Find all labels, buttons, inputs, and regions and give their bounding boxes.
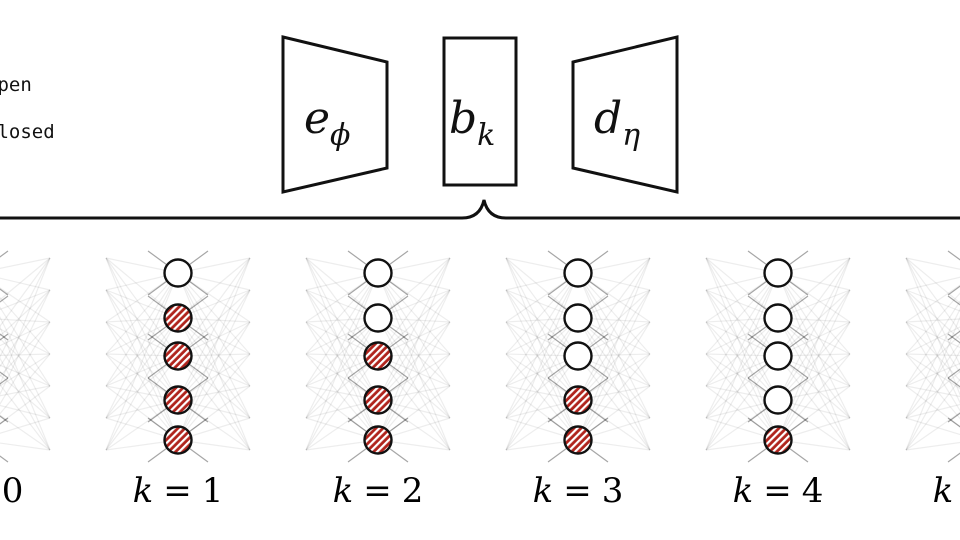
decoder-block — [571, 35, 679, 194]
layer-label: k=3 — [533, 471, 624, 511]
layer-2: k=2 — [305, 250, 451, 511]
layer-label-eq: = — [763, 471, 792, 511]
layer-label-value: 3 — [602, 471, 624, 511]
layer-label-k: k — [133, 471, 154, 511]
layer-label-eq: = — [163, 471, 192, 511]
bottleneck-block — [442, 36, 518, 187]
closed-node — [763, 425, 793, 455]
connection-lines — [105, 250, 251, 463]
layer-0: k=0 — [0, 250, 51, 511]
layer-label-value: 4 — [802, 471, 824, 511]
encoder-label: eϕ — [304, 93, 351, 153]
open-node — [563, 258, 593, 288]
layer-label: k=2 — [333, 471, 424, 511]
open-node — [763, 385, 793, 415]
open-node — [363, 303, 393, 333]
layer-label-k: k — [933, 471, 954, 511]
connection-lines — [0, 250, 51, 463]
layer-label: k=4 — [733, 471, 824, 511]
closed-node — [163, 385, 193, 415]
open-node — [763, 303, 793, 333]
layer-label: k=1 — [133, 471, 224, 511]
decoder-label: dη — [594, 93, 640, 153]
layer-1: k=1 — [105, 250, 251, 511]
bottleneck-label: bk — [449, 93, 495, 153]
closed-node — [363, 341, 393, 371]
layer-label-eq: = — [363, 471, 392, 511]
open-node — [163, 258, 193, 288]
open-node — [563, 303, 593, 333]
open-node — [563, 341, 593, 371]
closed-node — [163, 425, 193, 455]
open-node — [763, 341, 793, 371]
closed-node — [363, 385, 393, 415]
closed-node — [163, 303, 193, 333]
connection-lines — [905, 250, 960, 463]
layer-5: k=5 — [905, 250, 960, 511]
layer-label-k: k — [533, 471, 554, 511]
layer-label-value: 0 — [2, 471, 24, 511]
layer-label: k=5 — [933, 471, 960, 511]
layer-4: k=4 — [705, 250, 851, 511]
layer-label-value: 2 — [402, 471, 424, 511]
layer-label-eq: = — [563, 471, 592, 511]
legend-closed-label: Closed — [0, 121, 55, 143]
legend-open-label: Open — [0, 74, 32, 96]
layer-label: k=0 — [0, 471, 23, 511]
open-node — [763, 258, 793, 288]
closed-node — [563, 425, 593, 455]
closed-node — [363, 425, 393, 455]
layer-3: k=3 — [505, 250, 651, 511]
layer-label-value: 1 — [202, 471, 224, 511]
layer-label-k: k — [333, 471, 354, 511]
open-node — [363, 258, 393, 288]
layer-label-k: k — [733, 471, 754, 511]
closed-node — [163, 341, 193, 371]
encoder-block — [281, 35, 389, 194]
closed-node — [563, 385, 593, 415]
curly-brace — [0, 199, 960, 220]
